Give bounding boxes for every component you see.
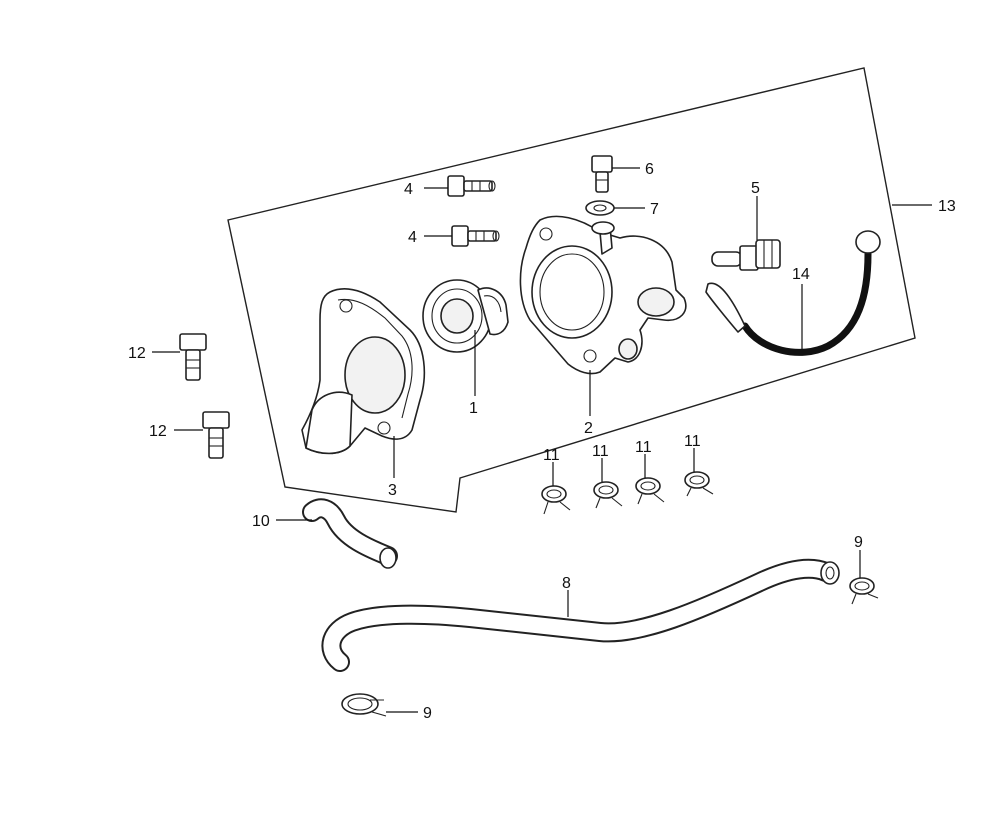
hose-clip-part: [593, 481, 623, 509]
hose-clip-part: [849, 577, 879, 605]
bolt-part: [202, 411, 230, 459]
hose-clip-part: [341, 693, 387, 717]
bolt-part: [179, 333, 207, 381]
callout-14: 14: [792, 266, 810, 283]
callout-6: 6: [645, 161, 654, 178]
bolt-part: [591, 155, 613, 193]
callout-11: 11: [543, 447, 560, 464]
callout-8: 8: [562, 575, 571, 592]
temperature-sensor-part: [711, 239, 781, 271]
leader-lines: [152, 167, 932, 713]
callout-12: 12: [149, 423, 167, 440]
callout-2: 2: [584, 420, 593, 437]
callout-3: 3: [388, 482, 397, 499]
washer-part: [585, 200, 615, 216]
callout-13: 13: [938, 198, 956, 215]
callout-11: 11: [635, 439, 652, 456]
callout-11: 11: [684, 433, 701, 450]
bolt-part: [447, 175, 496, 197]
thermostat-part: [422, 279, 509, 353]
bolt-part: [451, 225, 500, 247]
short-hose-part: [302, 498, 398, 569]
callout-9: 9: [854, 534, 863, 551]
callout-4: 4: [404, 181, 413, 198]
callout-10: 10: [252, 513, 270, 530]
thermostat-housing-part: [519, 215, 687, 375]
callout-4: 4: [408, 229, 417, 246]
callout-9: 9: [423, 705, 432, 722]
callout-5: 5: [751, 180, 760, 197]
hose-clip-part: [635, 477, 665, 505]
hose-clip-part: [541, 485, 571, 515]
long-hose-part: [321, 558, 840, 672]
callout-7: 7: [650, 201, 659, 218]
callout-1: 1: [469, 400, 478, 417]
hose-clip-part: [684, 471, 714, 497]
callout-labels: 1 2 3 4 4 5 6 7 8 9 9 10 11 11 11 11 12 …: [128, 161, 956, 722]
sensor-wire-part: [705, 230, 881, 356]
callout-12: 12: [128, 345, 146, 362]
callout-11: 11: [592, 443, 609, 460]
thermostat-cover-part: [301, 288, 426, 455]
